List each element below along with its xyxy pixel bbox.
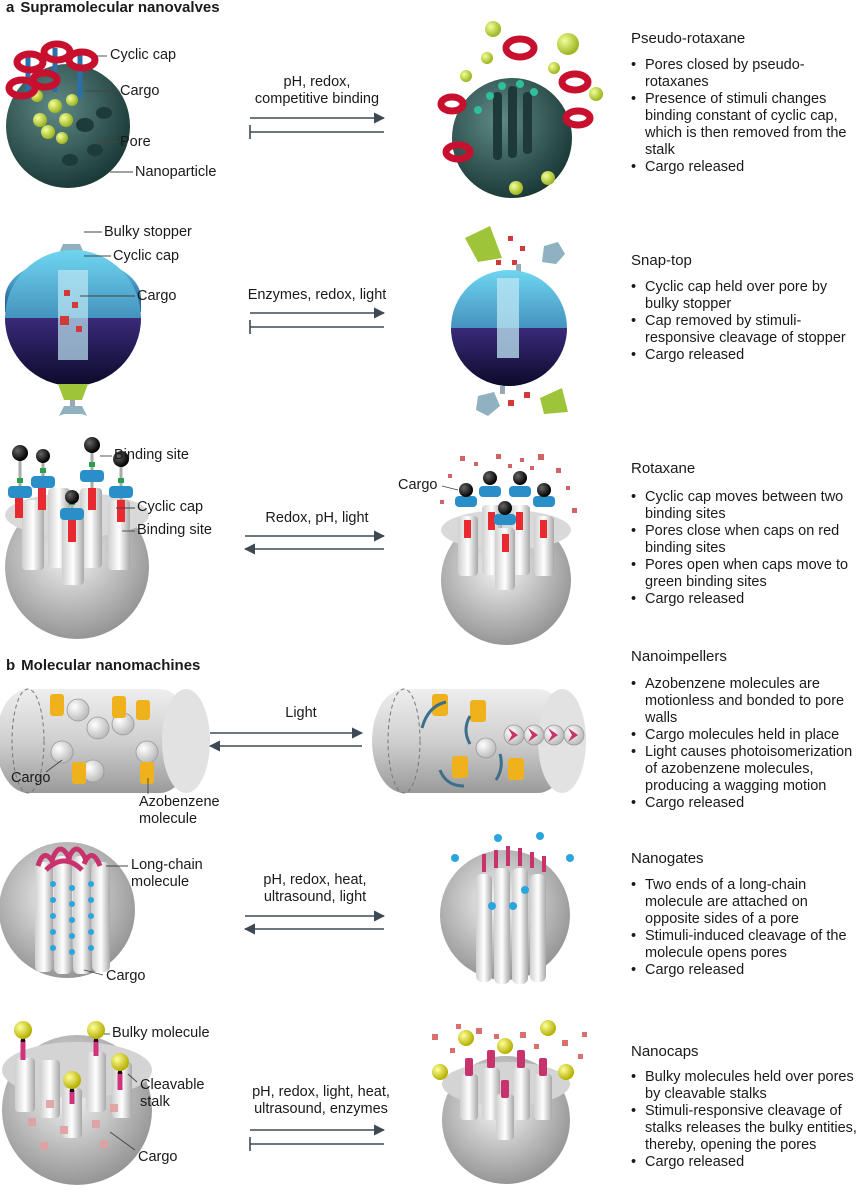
bullet-list-nanogates: Two ends of a long-chain molecule are at… xyxy=(631,877,863,979)
nanogate-sphere-after xyxy=(440,832,574,984)
label-azobenzene: Azobenzene xyxy=(139,794,220,810)
panel-title-rotaxane: Rotaxane xyxy=(631,460,696,477)
panel-title-snap-top: Snap-top xyxy=(631,252,692,269)
label-cargo: Cargo xyxy=(137,288,177,304)
arrow-rotaxane xyxy=(243,530,386,555)
bullet-item: Two ends of a long-chain molecule are at… xyxy=(631,877,863,928)
arrow-label-line: ultrasound, light xyxy=(263,889,367,905)
arrow-label-nanogate: pH, redox, heat, ultrasound, light xyxy=(240,872,390,906)
arrow-nanoimpeller xyxy=(208,727,364,752)
section-b-title: Molecular nanomachines xyxy=(21,657,201,674)
bullet-item: Cargo released xyxy=(631,795,863,812)
bullet-item: Cargo molecules held in place xyxy=(631,727,863,744)
label-cargo: Cargo xyxy=(138,1149,178,1165)
nanoimpeller-pore-before xyxy=(0,688,210,794)
rotaxane-sphere-after xyxy=(440,454,577,645)
label-bulky-stopper: Bulky stopper xyxy=(104,224,192,240)
bullet-list-rotaxane: Cyclic cap moves between two binding sit… xyxy=(631,489,863,608)
bullet-item: Light causes photoisomerization of azobe… xyxy=(631,744,863,795)
arrow-label-line: Redox, pH, light xyxy=(265,510,369,526)
nanogate-sphere-before xyxy=(0,842,135,978)
arrow-label-pseudo-rotaxane: pH, redox, competitive binding xyxy=(246,74,388,108)
nanocap-sphere-before xyxy=(2,1021,152,1185)
bullet-item: Stimuli-responsive cleavage of stalks re… xyxy=(631,1103,863,1154)
bullet-item: Pores closed by pseudo-rotaxanes xyxy=(631,57,863,91)
arrow-label-line: Light xyxy=(285,705,317,721)
label-cargo: Cargo xyxy=(398,477,438,493)
section-b-header: b Molecular nanomachines xyxy=(6,657,200,674)
section-a-header: a Supramolecular nanovalves xyxy=(6,0,220,16)
rotaxane-sphere-before xyxy=(5,437,149,639)
pseudo-rotaxane-nanoparticle-before xyxy=(5,33,130,188)
arrow-label-rotaxane: Redox, pH, light xyxy=(246,510,388,527)
bullet-item: Stimuli-induced cleavage of the molecule… xyxy=(631,928,863,962)
label-molecule: molecule xyxy=(139,811,198,827)
bullet-item: Cargo released xyxy=(631,962,863,979)
nanocap-sphere-after xyxy=(432,1020,587,1184)
label-cyclic-cap: Cyclic cap xyxy=(110,47,177,63)
bullet-item: Cargo released xyxy=(631,347,863,364)
label-cleavable: Cleavable xyxy=(140,1077,205,1093)
arrow-label-nanocap: pH, redox, light, heat, ultrasound, enzy… xyxy=(236,1084,406,1118)
bullet-item: Cap removed by stimuli-responsive cleava… xyxy=(631,313,863,347)
panel-title-nanocaps: Nanocaps xyxy=(631,1043,699,1060)
bullet-item: Presence of stimuli changes binding cons… xyxy=(631,91,863,159)
label-leader-lines xyxy=(45,55,459,1151)
label-binding-site: Binding site xyxy=(114,447,189,463)
arrow-label-snap-top: Enzymes, redox, light xyxy=(236,287,398,304)
bullet-item: Cyclic cap moves between two binding sit… xyxy=(631,489,863,523)
label-cyclic-cap: Cyclic cap xyxy=(137,499,204,515)
section-a-letter: a xyxy=(6,0,15,16)
pseudo-rotaxane-nanoparticle-after xyxy=(437,21,603,198)
label-long-chain: Long-chain xyxy=(131,857,203,873)
arrow-nanocap xyxy=(249,1124,386,1151)
label-nanoparticle: Nanoparticle xyxy=(135,164,217,180)
arrow-label-nanoimpeller: Light xyxy=(246,705,356,722)
bullet-item: Cargo released xyxy=(631,591,863,608)
bullet-item: Cyclic cap held over pore by bulky stopp… xyxy=(631,279,863,313)
label-cargo: Cargo xyxy=(11,770,51,786)
bullet-item: Cargo released xyxy=(631,159,863,176)
nanoimpeller-pore-after xyxy=(372,688,586,794)
panel-title-pseudo-rotaxane: Pseudo-rotaxane xyxy=(631,30,746,47)
label-molecule: molecule xyxy=(131,874,190,890)
bullet-list-pseudo-rotaxane: Pores closed by pseudo-rotaxanes Presenc… xyxy=(631,57,863,176)
section-b-letter: b xyxy=(6,657,16,674)
snap-top-sphere-after xyxy=(451,226,568,416)
arrow-label-line: pH, redox, heat, xyxy=(263,872,367,888)
panel-title-nanoimpellers: Nanoimpellers xyxy=(631,648,727,665)
arrow-label-line: competitive binding xyxy=(254,91,380,107)
bullet-item: Cargo released xyxy=(631,1154,863,1171)
bullet-list-nanoimpellers: Azobenzene molecules are motionless and … xyxy=(631,676,863,812)
arrow-snap-top xyxy=(249,307,386,334)
arrow-label-line: pH, redox, light, heat, xyxy=(252,1084,390,1100)
snap-top-sphere-before xyxy=(5,244,141,416)
label-pore: Pore xyxy=(120,134,151,150)
arrow-label-line: pH, redox, xyxy=(283,74,351,90)
label-binding-site: Binding site xyxy=(137,522,212,538)
label-cargo: Cargo xyxy=(106,968,146,984)
bullet-item: Azobenzene molecules are motionless and … xyxy=(631,676,863,727)
arrow-label-line: Enzymes, redox, light xyxy=(247,287,387,303)
label-bulky-molecule: Bulky molecule xyxy=(112,1025,210,1041)
label-stalk: stalk xyxy=(140,1094,170,1110)
bullet-list-nanocaps: Bulky molecules held over pores by cleav… xyxy=(631,1069,863,1171)
bullet-item: Pores close when caps on red binding sit… xyxy=(631,523,863,557)
bullet-list-snap-top: Cyclic cap held over pore by bulky stopp… xyxy=(631,279,863,364)
label-cyclic-cap: Cyclic cap xyxy=(113,248,180,264)
arrow-nanogate xyxy=(243,910,386,935)
bullet-item: Bulky molecules held over pores by cleav… xyxy=(631,1069,863,1103)
arrow-label-line: ultrasound, enzymes xyxy=(254,1101,388,1117)
section-a-title: Supramolecular nanovalves xyxy=(20,0,220,16)
arrow-pseudo-rotaxane xyxy=(249,112,386,139)
bullet-item: Pores open when caps move to green bindi… xyxy=(631,557,863,591)
label-cargo: Cargo xyxy=(120,83,160,99)
panel-title-nanogates: Nanogates xyxy=(631,850,704,867)
